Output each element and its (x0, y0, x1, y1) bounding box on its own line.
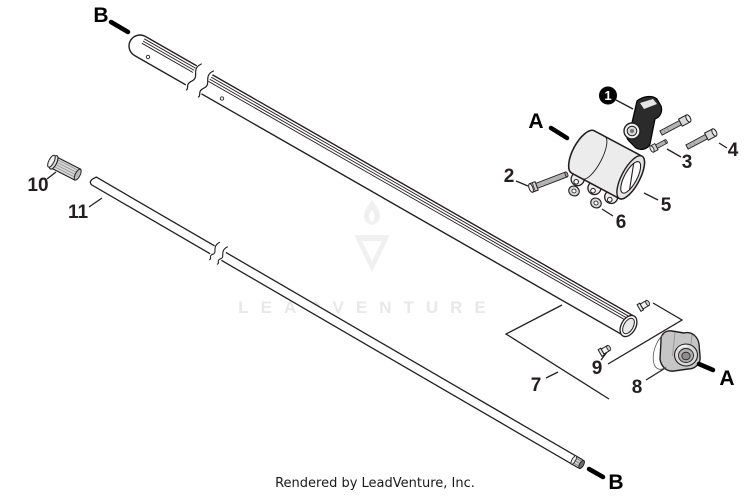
leader-lines (504, 302, 684, 400)
callout-6: 6 (616, 212, 627, 233)
rivet-screws (597, 299, 651, 357)
callout-1-badge (599, 86, 617, 105)
callout-5: 5 (661, 195, 672, 216)
shaft-break-symbol (208, 241, 228, 265)
callout-8: 8 (632, 377, 643, 398)
tube-hole (219, 96, 225, 101)
view-pointers (108, 19, 716, 480)
callout-11: 11 (68, 202, 89, 223)
callout-9: 9 (592, 358, 603, 379)
clamp-bolt (528, 171, 569, 193)
clamp-knob (623, 95, 663, 150)
callout-2: 2 (504, 166, 515, 187)
tube-break-symbol (184, 63, 215, 98)
spline-adapter (47, 154, 82, 181)
callout-7: 7 (531, 375, 542, 396)
callout-10: 10 (27, 175, 48, 196)
callout-3: 3 (682, 152, 693, 173)
coupler-body (567, 129, 646, 205)
callout-ticks (46, 99, 728, 217)
small-screw (649, 139, 668, 153)
callout-labels: B A 1 2 3 4 5 6 7 8 9 10 11 A B (27, 4, 738, 494)
collar-nut (652, 330, 701, 372)
callout-a-upper: A (528, 110, 543, 133)
leadventure-flame-v-logo-icon (354, 200, 390, 272)
watermark-text: LEADVENTURE (238, 298, 498, 317)
callout-4: 4 (728, 140, 739, 161)
clamp-nuts (568, 185, 602, 209)
callout-a-lower: A (719, 367, 734, 390)
footer-credit-text: Rendered by LeadVenture, Inc. (275, 476, 475, 491)
inner-shaft (89, 176, 585, 470)
tube-hole (145, 54, 151, 60)
callout-1: 1 (604, 88, 611, 103)
outer-tube (128, 34, 638, 338)
socket-screws (659, 114, 718, 150)
callout-b-bottom: B (608, 471, 623, 494)
shaft-splined-end (570, 455, 585, 470)
callout-b-top: B (93, 4, 108, 27)
